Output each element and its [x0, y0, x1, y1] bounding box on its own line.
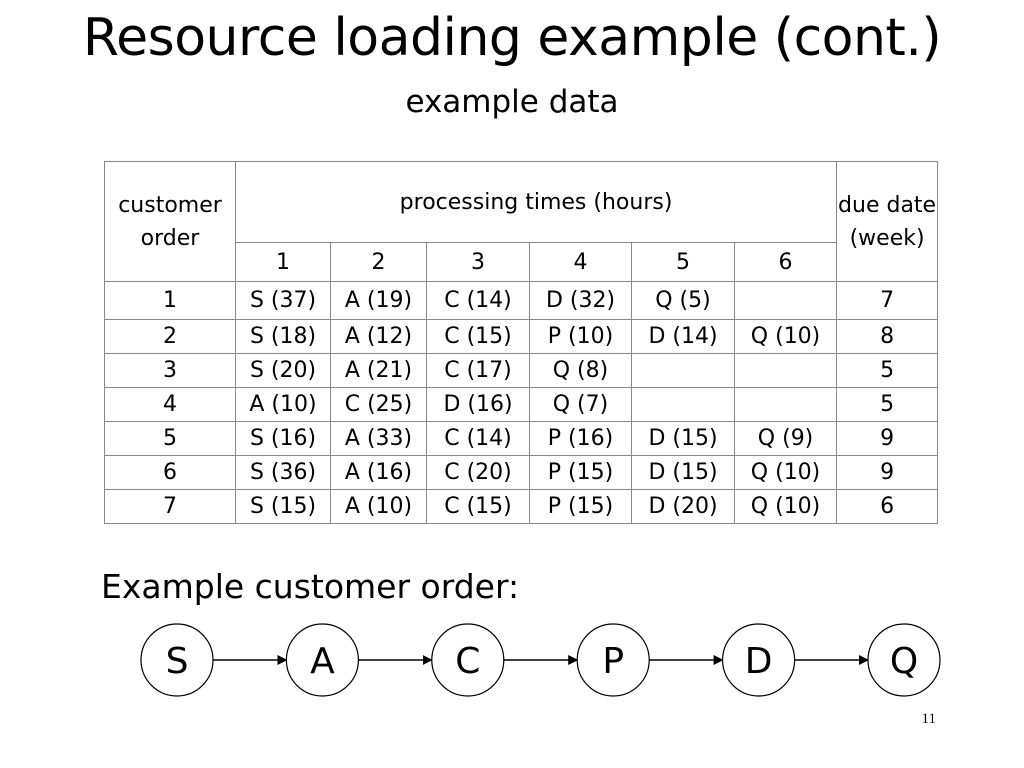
step-cell: C (14)	[426, 281, 530, 320]
page-number: 11	[921, 711, 936, 727]
due-cell: 9	[836, 455, 939, 490]
example-order-label: Example customer order:	[101, 567, 520, 606]
step-cell: D (15)	[631, 421, 735, 456]
step-cell: A (12)	[330, 319, 427, 354]
order-cell: 7	[104, 489, 236, 524]
flow-node	[867, 623, 941, 697]
step-cell: D (14)	[631, 319, 735, 354]
step-cell: Q (5)	[631, 281, 735, 320]
header-step-4: 4	[529, 242, 632, 282]
step-cell: S (15)	[235, 489, 331, 524]
step-cell: P (15)	[529, 489, 632, 524]
flow-node-label: Q	[890, 641, 918, 682]
step-cell: D (15)	[631, 455, 735, 490]
step-cell: P (16)	[529, 421, 632, 456]
slide-subtitle: example data	[405, 84, 619, 120]
due-cell: 5	[836, 387, 939, 422]
due-cell: 5	[836, 353, 939, 388]
due-cell: 8	[836, 319, 939, 354]
step-cell: Q (8)	[529, 353, 632, 388]
header-customer-order: customer order	[104, 161, 236, 282]
step-cell: C (14)	[426, 421, 530, 456]
step-cell: P (15)	[529, 455, 632, 490]
step-cell: A (10)	[235, 387, 331, 422]
step-cell: A (16)	[330, 455, 427, 490]
header-step-5: 5	[631, 242, 735, 282]
step-cell: S (36)	[235, 455, 331, 490]
step-cell: D (32)	[529, 281, 632, 320]
step-cell: C (15)	[426, 319, 530, 354]
step-cell: D (20)	[631, 489, 735, 524]
flow-node-label: P	[602, 641, 624, 682]
step-cell: C (17)	[426, 353, 530, 388]
step-cell: Q (7)	[529, 387, 632, 422]
step-cell: Q (10)	[733, 319, 838, 354]
step-cell: S (16)	[235, 421, 331, 456]
flow-node-label: S	[166, 641, 189, 682]
step-cell: A (21)	[330, 353, 427, 388]
header-processing-times: processing times (hours)	[234, 161, 838, 243]
step-cell: C (20)	[426, 455, 530, 490]
step-cell: Q (10)	[733, 489, 838, 524]
due-cell: 6	[836, 489, 939, 524]
step-cell: Q (10)	[733, 455, 838, 490]
step-cell	[733, 353, 838, 388]
order-cell: 1	[104, 281, 236, 320]
step-cell: C (25)	[330, 387, 427, 422]
order-cell: 4	[104, 387, 236, 422]
slide-title: Resource loading example (cont.)	[82, 8, 942, 68]
header-step-1: 1	[235, 242, 331, 282]
processing-times-table: customer order processing times (hours) …	[104, 161, 939, 524]
flow-node-label: C	[455, 641, 480, 682]
flow-node-label: A	[310, 641, 335, 682]
step-cell: C (15)	[426, 489, 530, 524]
step-cell: S (18)	[235, 319, 331, 354]
step-cell: P (10)	[529, 319, 632, 354]
due-cell: 7	[836, 281, 939, 320]
flow-node-label: D	[745, 641, 773, 682]
